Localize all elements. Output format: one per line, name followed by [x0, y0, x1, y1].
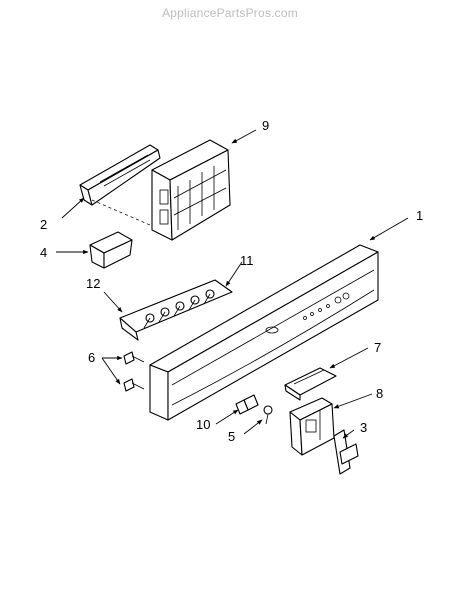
part-4-clip [89, 231, 133, 269]
part-8-latch [289, 397, 335, 456]
callout-2: 2 [40, 217, 47, 232]
callout-12: 12 [86, 276, 100, 291]
part-3-latch-bracket [333, 429, 359, 475]
part-1-control-panel [149, 244, 379, 421]
callout-1: 1 [416, 208, 423, 223]
part-11-button-assembly [119, 279, 233, 341]
part-6-screws [123, 351, 145, 392]
callout-11: 11 [240, 253, 254, 268]
part-7-handle [284, 367, 337, 401]
callout-6: 6 [88, 350, 95, 365]
callout-labels: 1 2 3 4 5 6 7 8 9 10 11 12 [40, 118, 423, 444]
callout-8: 8 [376, 386, 383, 401]
watermark-text: AppliancePartsPros.com [162, 6, 298, 20]
part-9-control-module [151, 139, 231, 241]
alignment-line [91, 199, 151, 226]
part-10-connector [235, 394, 259, 415]
callout-4: 4 [40, 245, 47, 260]
part-5-screw [263, 405, 273, 425]
part-2-bracket [79, 144, 161, 206]
callout-7: 7 [374, 340, 381, 355]
callout-9: 9 [262, 118, 269, 133]
callout-3: 3 [360, 420, 367, 435]
leader-lines [56, 129, 409, 439]
callout-10: 10 [196, 417, 210, 432]
callout-5: 5 [228, 429, 235, 444]
